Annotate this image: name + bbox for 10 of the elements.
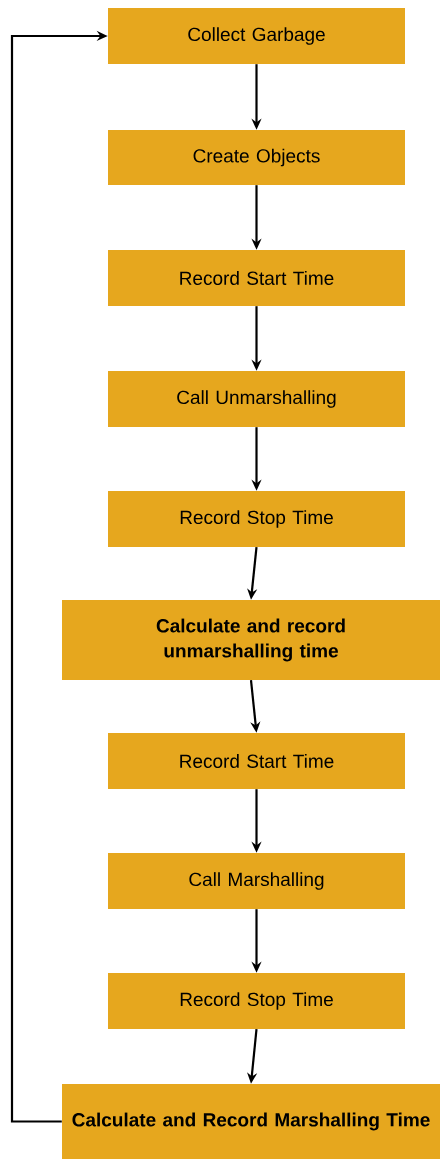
process-box: Collect Garbage — [108, 8, 405, 64]
process-box: Record Stop Time — [108, 973, 405, 1029]
process-box: Record Start Time — [108, 250, 405, 306]
process-box: Create Objects — [108, 130, 405, 185]
process-box: Record Stop Time — [108, 491, 405, 547]
process-box: Calculate and Record Marshalling Time — [62, 1084, 440, 1159]
process-box: Record Start Time — [108, 733, 405, 789]
process-box: Call Unmarshalling — [108, 371, 405, 427]
process-box: Call Marshalling — [108, 853, 405, 909]
process-box: Calculate and record unmarshalling time — [62, 600, 440, 680]
